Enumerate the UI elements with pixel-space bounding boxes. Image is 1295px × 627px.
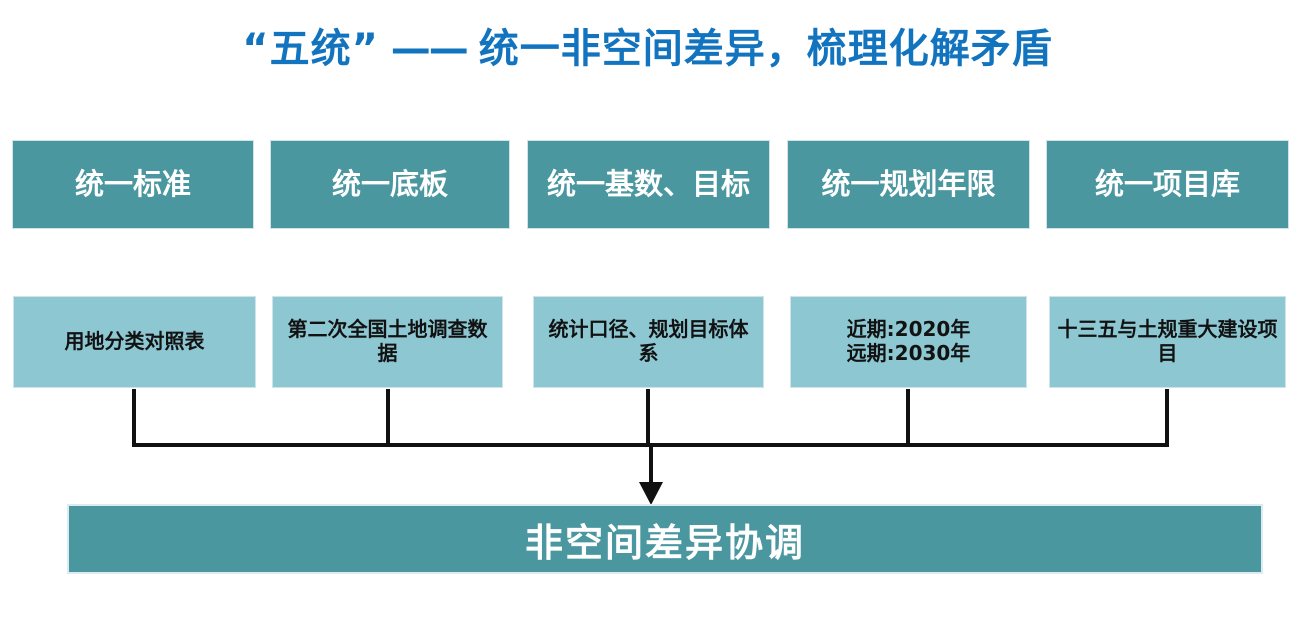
header-box-5-label: 统一项目库 — [1094, 167, 1240, 202]
header-box-2[interactable]: 统一底板 — [270, 140, 510, 229]
header-box-5[interactable]: 统一项目库 — [1046, 140, 1289, 229]
detail-box-1[interactable]: 用地分类对照表 — [13, 296, 256, 388]
detail-box-5[interactable]: 十三五与土规重大建设项目 — [1049, 296, 1286, 388]
detail-box-2[interactable]: 第二次全国土地调查数据 — [272, 296, 503, 388]
result-box[interactable]: 非空间差异协调 — [67, 504, 1263, 574]
page-title-rest: 统一非空间差异，梳理化解矛盾 — [478, 26, 1053, 72]
header-box-4-label: 统一规划年限 — [821, 167, 996, 202]
header-box-4[interactable]: 统一规划年限 — [787, 140, 1030, 229]
header-box-1[interactable]: 统一标准 — [12, 140, 254, 229]
detail-box-4[interactable]: 近期:2020年 远期:2030年 — [790, 296, 1027, 388]
detail-box-2-label: 第二次全国土地调查数据 — [287, 317, 488, 365]
detail-box-4-line1: 近期:2020年 — [846, 317, 971, 342]
header-box-2-label: 统一底板 — [331, 167, 448, 202]
detail-box-4-labels: 近期:2020年 远期:2030年 — [847, 318, 971, 365]
header-box-1-label: 统一标准 — [74, 167, 191, 202]
result-box-label: 非空间差异协调 — [524, 520, 805, 565]
header-box-3[interactable]: 统一基数、目标 — [527, 140, 770, 229]
detail-box-3[interactable]: 统计口径、规划目标体系 — [533, 296, 764, 388]
detail-box-4-line2: 远期:2030年 — [846, 341, 971, 365]
header-box-3-label: 统一基数、目标 — [546, 167, 750, 202]
connector-arrow-head — [639, 482, 663, 505]
detail-box-1-label: 用地分类对照表 — [64, 329, 205, 354]
detail-box-3-label: 统计口径、规划目标体系 — [548, 317, 749, 365]
detail-box-5-label: 十三五与土规重大建设项目 — [1057, 317, 1278, 365]
page-title: “五统” —— 统一非空间差异，梳理化解矛盾 — [0, 24, 1295, 74]
page-title-quoted: “五统” — [242, 26, 379, 72]
page-title-dash: —— — [378, 26, 479, 72]
